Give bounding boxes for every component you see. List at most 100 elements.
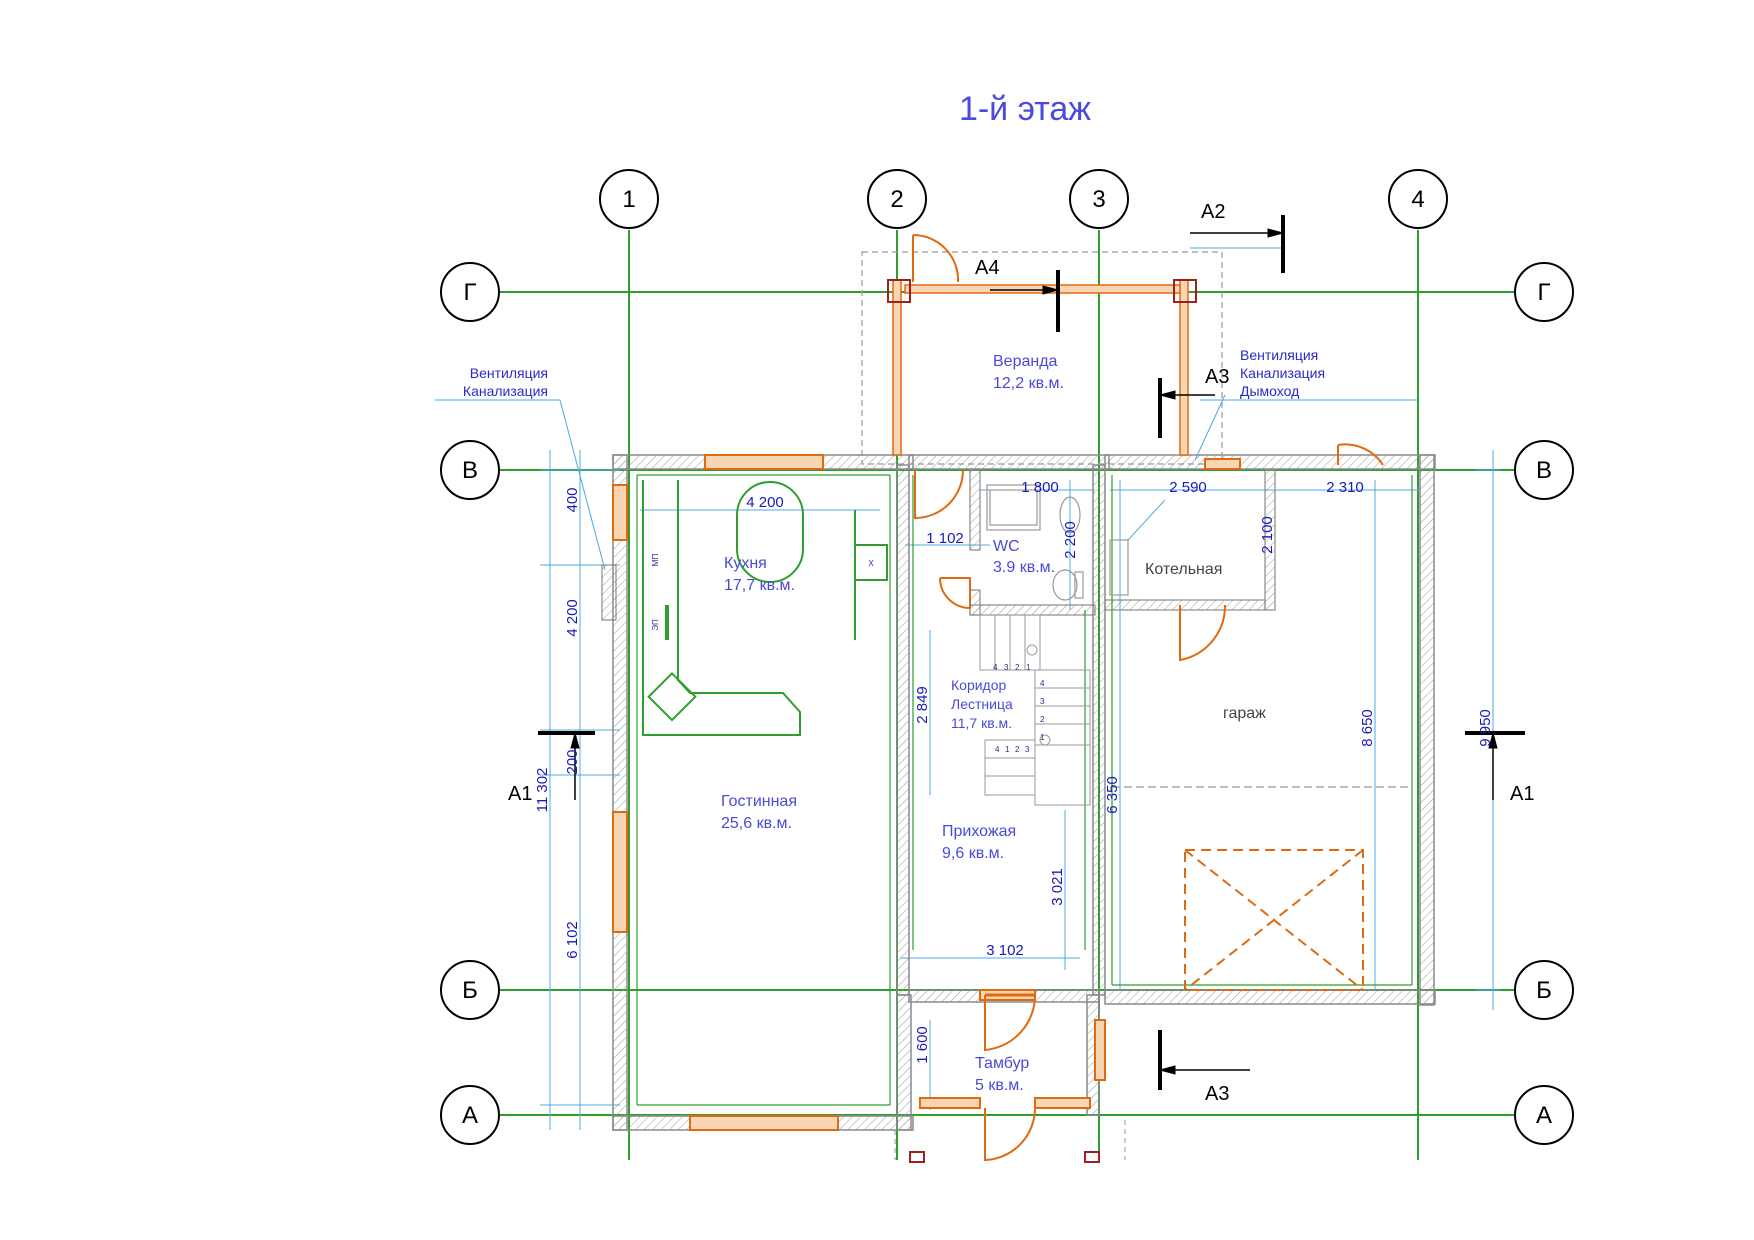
section-label-a2: A2: [1201, 201, 1225, 223]
vent-shaft: [601, 564, 617, 621]
svg-text:4: 4: [993, 663, 998, 672]
axis-marker-1: [599, 169, 659, 229]
sink: [647, 671, 697, 722]
dim-2849: 2 849: [914, 686, 931, 724]
lower-columns: [894, 1120, 1126, 1163]
stairs: [979, 614, 1091, 806]
garage-gate: [1184, 849, 1364, 991]
kitchen-furniture: [642, 480, 888, 736]
dim-2100: 2 100: [1259, 516, 1276, 554]
axis-marker-a-right: [1514, 1085, 1574, 1145]
axis-label-a-left: А: [462, 1102, 478, 1129]
room-living-name: Гостинная: [721, 793, 797, 810]
column-square: [887, 279, 911, 303]
room-wc-area: 3.9 кв.м.: [993, 559, 1055, 576]
room-corridor-line1: Коридор: [951, 677, 1007, 693]
dim-9950: 9 950: [1477, 709, 1494, 747]
axis-label-b-left: Б: [462, 977, 478, 1004]
section-label-a1-right: A1: [1510, 783, 1534, 805]
svg-text:4: 4: [995, 745, 1000, 754]
svg-text:3: 3: [1004, 663, 1009, 672]
axis-label-v-right: В: [1536, 457, 1552, 484]
dim-2310: 2 310: [1326, 479, 1364, 496]
fixture-mp: МП: [651, 554, 660, 567]
dim-11302: 11 302: [534, 768, 551, 813]
room-hall-area: 9,6 кв.м.: [942, 845, 1004, 862]
svg-text:3: 3: [1040, 697, 1045, 706]
axis-marker-4: [1388, 169, 1448, 229]
axis-marker-b-left: [440, 960, 500, 1020]
axis-label-2: 2: [890, 186, 903, 213]
kitchen-table: [736, 481, 804, 583]
note-right-line1: Вентиляция: [1240, 347, 1318, 363]
axis-marker-b-right: [1514, 960, 1574, 1020]
axis-label-g-right: Г: [1538, 279, 1551, 306]
svg-text:1: 1: [1026, 663, 1031, 672]
doors: [912, 233, 1384, 1162]
svg-text:1: 1: [1040, 733, 1045, 742]
section-label-a3-top: A3: [1205, 366, 1229, 388]
axis-label-3: 3: [1092, 186, 1105, 213]
svg-text:2: 2: [1015, 745, 1020, 754]
note-left-line2: Канализация: [463, 383, 548, 399]
dim-200: 200: [564, 749, 581, 774]
svg-text:2: 2: [1015, 663, 1020, 672]
svg-text:4: 4: [1040, 679, 1045, 688]
axis-marker-g-right: [1514, 262, 1574, 322]
axis-label-v-left: В: [462, 457, 478, 484]
fixture-ep: ЭП: [651, 619, 660, 631]
room-corridor-line2: Лестница: [951, 696, 1013, 712]
section-label-a4: A4: [975, 257, 999, 279]
dim-1102: 1 102: [926, 530, 964, 547]
dim-4200-h: 4 200: [746, 494, 784, 511]
axis-marker-3: [1069, 169, 1129, 229]
room-wc-name: WC: [993, 538, 1020, 555]
windows: [612, 454, 1241, 1131]
dim-1800: 1 800: [1021, 479, 1059, 496]
dim-4200-v: 4 200: [564, 599, 581, 637]
dim-8650: 8 650: [1359, 709, 1376, 747]
dim-1600: 1 600: [914, 1026, 931, 1064]
axis-marker-v-right: [1514, 440, 1574, 500]
note-left-line1: Вентиляция: [470, 365, 548, 381]
note-right-line3: Дымоход: [1240, 383, 1299, 399]
dim-3102: 3 102: [986, 942, 1024, 959]
leader-lines: [559, 394, 1226, 571]
room-vestibule-name: Тамбур: [975, 1055, 1029, 1072]
section-markers: [538, 215, 1525, 1090]
dim-2200: 2 200: [1062, 521, 1079, 559]
room-kitchen-name: Кухня: [724, 555, 767, 572]
inner-wall-faces: [636, 474, 1413, 1106]
room-corridor-area: 11,7 кв.м.: [951, 715, 1012, 731]
plan-title: 1-й этаж: [959, 90, 1091, 128]
axis-label-4: 4: [1411, 186, 1424, 213]
fixture-x: Х: [868, 559, 874, 568]
axis-label-1: 1: [622, 186, 635, 213]
axis-marker-v-left: [440, 440, 500, 500]
wc-fixtures: [986, 484, 1129, 601]
room-kitchen-area: 17,7 кв.м.: [724, 577, 795, 594]
dim-6350: 6 350: [1104, 776, 1121, 814]
room-hall-name: Прихожая: [942, 823, 1016, 840]
svg-text:1: 1: [1005, 745, 1010, 754]
column-square: [1173, 279, 1197, 303]
axis-marker-2: [867, 169, 927, 229]
dim-6102: 6 102: [564, 921, 581, 959]
axis-label-b-right: Б: [1536, 977, 1552, 1004]
room-living-area: 25,6 кв.м.: [721, 815, 792, 832]
svg-text:3: 3: [1025, 745, 1030, 754]
room-veranda-name: Веранда: [993, 353, 1058, 370]
dim-400: 400: [564, 487, 581, 512]
note-right-line2: Канализация: [1240, 365, 1325, 381]
room-veranda-area: 12,2 кв.м.: [993, 375, 1064, 392]
section-label-a3-bottom: A3: [1205, 1083, 1229, 1105]
axis-marker-a-left: [440, 1085, 500, 1145]
axis-label-a-right: А: [1536, 1102, 1552, 1129]
section-label-a1-left: A1: [508, 783, 532, 805]
axis-label-g-left: Г: [464, 279, 477, 306]
stair-step-numbers: 4 3 2 1 4 3 2 1 1 2 3 4: [993, 663, 1045, 754]
svg-text:2: 2: [1040, 715, 1045, 724]
axis-marker-g-left: [440, 262, 500, 322]
room-garage-name: гараж: [1223, 705, 1266, 722]
